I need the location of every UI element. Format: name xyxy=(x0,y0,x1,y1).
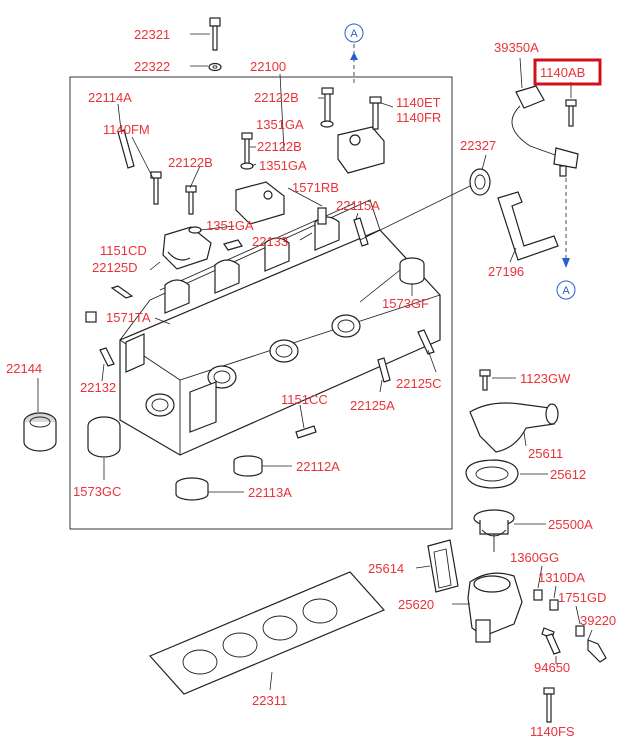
label-1351GA-low: 1351GA xyxy=(206,218,254,233)
label-25611: 25611 xyxy=(528,446,563,461)
cam-cap-cluster-top[interactable] xyxy=(320,87,385,174)
seal-22112A[interactable] xyxy=(233,455,263,477)
bolt-1140FS[interactable] xyxy=(543,687,555,723)
label-22100: 22100 xyxy=(250,59,286,74)
label-22114A: 22114A xyxy=(88,90,132,105)
label-22113A: 22113A xyxy=(248,485,292,500)
head-gasket-22311[interactable] xyxy=(148,571,386,695)
label-22122B-top: 22122B xyxy=(254,90,299,105)
label-25614: 25614 xyxy=(368,561,404,576)
stud-22125D[interactable] xyxy=(110,285,134,299)
dowel-pin-22114A[interactable] xyxy=(117,129,135,169)
label-1571RB: 1571RB xyxy=(292,180,339,195)
water-housing-25620[interactable] xyxy=(467,572,523,643)
plug-1571TA[interactable] xyxy=(85,311,97,323)
label-1751GD: 1751GD xyxy=(558,590,606,605)
cam-cap-mid[interactable] xyxy=(235,132,285,225)
washer-22322[interactable] xyxy=(208,62,222,72)
svg-text:A: A xyxy=(562,285,570,297)
label-25612: 25612 xyxy=(550,467,586,482)
bracket-27196[interactable] xyxy=(497,191,559,261)
label-22125C: 22125C xyxy=(396,376,442,391)
label-39350A: 39350A xyxy=(494,40,539,55)
bolt-1123GW[interactable] xyxy=(479,369,491,391)
label-22115A: 22115A xyxy=(336,198,380,213)
bolt-1140AB[interactable] xyxy=(565,99,577,127)
label-1140FS: 1140FS xyxy=(530,724,575,739)
label-1140FR: 1140FR xyxy=(396,110,441,125)
seal-22113A[interactable] xyxy=(175,477,209,501)
svg-text:A: A xyxy=(350,28,358,40)
label-22327: 22327 xyxy=(460,138,496,153)
cap-1573GC[interactable] xyxy=(87,416,121,458)
gasket-25612[interactable] xyxy=(465,459,519,489)
thermostat-25500A[interactable] xyxy=(473,509,515,552)
label-1151CD: 1151CD xyxy=(100,243,147,258)
sensor-39350A[interactable] xyxy=(511,85,579,177)
label-22112A: 22112A xyxy=(296,459,340,474)
label-27196: 27196 xyxy=(488,264,524,279)
label-22321: 22321 xyxy=(134,27,170,42)
label-1360GG: 1360GG xyxy=(510,550,559,565)
label-25500A: 25500A xyxy=(548,517,593,532)
pin-22115A[interactable] xyxy=(353,217,369,247)
label-22122B-left: 22122B xyxy=(168,155,213,170)
bolt-94650[interactable] xyxy=(545,633,561,655)
label-1351GA-top: 1351GA xyxy=(256,117,304,132)
label-22132: 22132 xyxy=(80,380,116,395)
label-1351GA-mid: 1351GA xyxy=(259,158,307,173)
label-22122B-mid: 22122B xyxy=(257,139,302,154)
label-1310DA: 1310DA xyxy=(538,570,585,585)
label-22125A: 22125A xyxy=(350,398,395,413)
label-1573GC: 1573GC xyxy=(73,484,121,499)
label-1571TA: 1571TA xyxy=(106,310,151,325)
head-bolt-22321[interactable] xyxy=(209,17,221,51)
label-22144: 22144 xyxy=(6,361,42,376)
cylinder-head-assembly-frame xyxy=(69,76,453,530)
label-1151CC: 1151CC xyxy=(281,392,328,407)
label-22311: 22311 xyxy=(252,693,287,708)
label-94650: 94650 xyxy=(534,660,570,675)
gasket-25614[interactable] xyxy=(427,539,459,593)
label-1573GF: 1573GF xyxy=(382,296,429,311)
stud-22125C[interactable] xyxy=(417,329,435,355)
label-1123GW: 1123GW xyxy=(520,371,571,386)
stud-1151CC[interactable] xyxy=(295,425,317,439)
seal-ring-22144[interactable] xyxy=(23,412,57,452)
label-25620: 25620 xyxy=(398,597,434,612)
reference-marker-a-top: A xyxy=(344,23,364,86)
stud-22125A[interactable] xyxy=(377,357,391,383)
sender-39220[interactable] xyxy=(587,639,607,663)
label-1140AB: 1140AB xyxy=(540,65,585,80)
label-1140FM: 1140FM xyxy=(103,122,150,137)
seal-22327[interactable] xyxy=(469,168,491,196)
water-outlet-25611[interactable] xyxy=(469,402,559,453)
reference-marker-a-bottom: A xyxy=(556,258,576,300)
highlight-box-1140AB xyxy=(533,58,602,86)
cam-cap-lower[interactable] xyxy=(150,171,243,270)
label-22133: 22133 xyxy=(252,234,288,249)
label-22322: 22322 xyxy=(134,59,170,74)
pin-22132[interactable] xyxy=(99,347,115,367)
cap-plug-1573GF[interactable] xyxy=(399,257,425,285)
plug-1571RB[interactable] xyxy=(317,207,327,225)
cylinder-head-22100[interactable] xyxy=(119,199,441,456)
label-22125D: 22125D xyxy=(92,260,138,275)
label-1140ET: 1140ET xyxy=(396,95,441,110)
label-39220: 39220 xyxy=(580,613,616,628)
